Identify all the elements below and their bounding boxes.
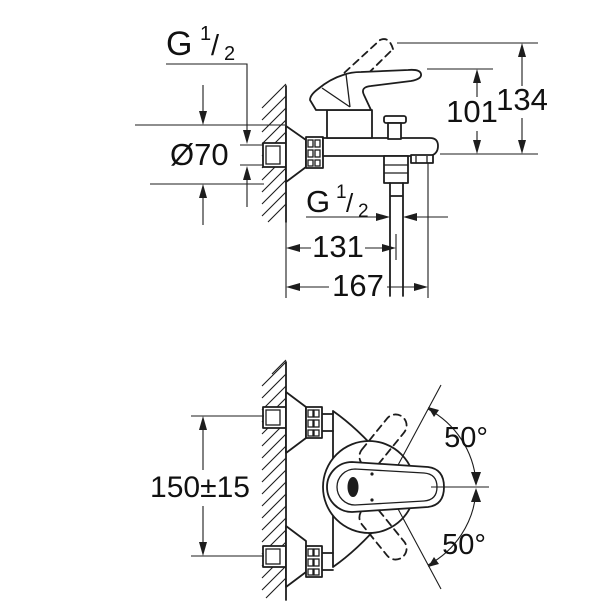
arrow-down-icon — [473, 140, 481, 154]
inlet-thread-base: G — [166, 25, 192, 63]
arrow-down-icon — [518, 140, 526, 154]
dim-swing-up: 50° — [444, 422, 488, 454]
arrow-right-icon — [414, 283, 428, 291]
shower-thread-denominator: 2 — [358, 201, 369, 222]
shower-thread-numerator: 1 — [336, 182, 347, 203]
diverter-knob-stem — [387, 122, 402, 140]
dim-swing-down: 50° — [442, 529, 486, 561]
arrow-up-icon — [199, 416, 207, 430]
arrow-up-icon — [473, 69, 481, 83]
arrow-down-icon — [199, 542, 207, 556]
angle-reference-lines — [396, 384, 442, 590]
union-nut-knurling — [307, 139, 321, 167]
lever-dot-bottom — [370, 498, 374, 502]
arrow-left-icon — [286, 244, 300, 252]
aerator — [410, 154, 434, 164]
lever-handle-detail — [321, 73, 351, 108]
dim-shower-offset: 131 — [312, 229, 364, 264]
union-nut-top-knurling — [307, 409, 320, 437]
arrow-down-icon — [199, 111, 207, 125]
lever-handle-front-inner — [336, 468, 438, 506]
aerator-detail — [415, 156, 428, 163]
dim-overall-height: 134 — [496, 82, 548, 117]
arrow-down-left-icon — [428, 557, 439, 567]
lever-logo-recess — [347, 477, 359, 497]
shower-outlet-collar — [383, 155, 409, 184]
extension-lines — [135, 42, 538, 298]
front-view-dimensions: 50° 50° 150±15 — [150, 407, 489, 567]
side-view-dimensions: G 1 / 2 Ø70 101 134 — [135, 23, 548, 303]
connector-tubes — [321, 413, 334, 571]
diverter-knob-cap — [383, 115, 407, 124]
arrow-down-icon — [471, 472, 481, 486]
supply-fitting-detail — [265, 145, 281, 165]
lever-handle — [309, 68, 422, 111]
front-view: 50° 50° 150±15 — [150, 359, 489, 601]
dim-escutcheon-diameter: Ø70 — [170, 137, 229, 172]
dim-spout-reach: 167 — [332, 268, 384, 303]
escutcheon — [285, 125, 307, 183]
dim-inlet-thread-label: G 1 / 2 — [166, 23, 235, 65]
arrow-up-left-icon — [428, 407, 439, 417]
union-nut-bottom-knurling — [307, 548, 320, 576]
inlet-thread-numerator: 1 — [200, 23, 211, 45]
cartridge-base — [326, 109, 373, 139]
escutcheon-top — [285, 391, 307, 454]
inlet-thread-leader — [166, 63, 248, 130]
faucet-body — [322, 137, 439, 157]
arrow-up-icon — [518, 43, 526, 57]
inlet-thread-denominator: 2 — [224, 43, 235, 65]
inlet-thread-slash: / — [211, 30, 220, 62]
dim-shower-thread-label: G 1 / 2 — [306, 182, 369, 222]
dim-spout-height: 101 — [446, 94, 498, 129]
fitting-extension-lines — [240, 144, 263, 166]
arrow-right-icon — [376, 213, 390, 221]
shower-thread-slash: / — [346, 188, 354, 218]
arrow-left-icon — [403, 213, 417, 221]
arrow-right-icon — [382, 244, 396, 252]
supply-fitting-bottom-detail — [265, 548, 281, 565]
arrow-up-icon — [243, 166, 251, 180]
arrow-down-icon — [243, 130, 251, 144]
dim-inlet-spacing: 150±15 — [150, 471, 250, 504]
swing-arc-down — [427, 491, 477, 566]
swing-arc-up — [427, 408, 477, 483]
shower-thread-base: G — [306, 184, 330, 219]
lever-dot-top — [370, 472, 374, 476]
escutcheon-bottom — [285, 525, 307, 588]
shower-outlet-pipe — [389, 182, 404, 297]
arrow-left-icon — [286, 283, 300, 291]
arrow-up-icon — [471, 488, 481, 502]
supply-fitting-top-detail — [265, 409, 281, 426]
shower-outlet-collar-lines — [384, 164, 408, 174]
arrow-up-icon — [199, 184, 207, 198]
inlet-spacing-extension-lines — [191, 415, 264, 557]
lever-handle-front — [326, 461, 445, 513]
side-view: G 1 / 2 Ø70 101 134 — [135, 23, 548, 303]
